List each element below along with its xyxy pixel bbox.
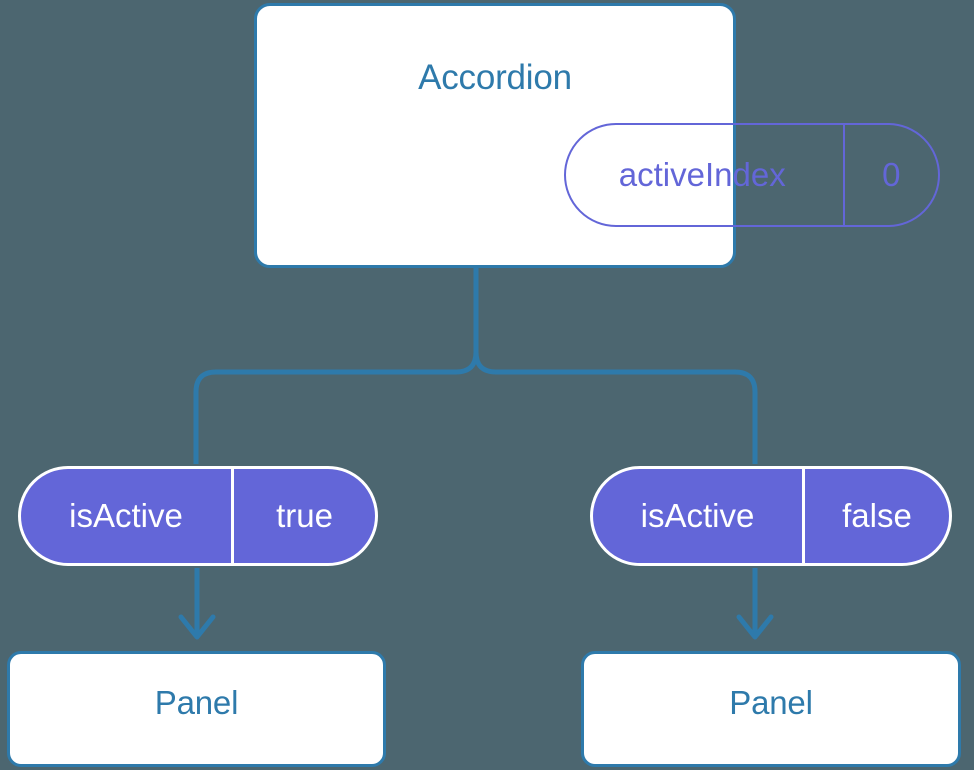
accordion-node[interactable]: Accordion activeIndex 0: [254, 3, 940, 268]
accordion-node-label: Accordion: [418, 58, 572, 97]
state-pill-active-index[interactable]: activeIndex 0: [564, 123, 940, 227]
prop-pill-is-active-right[interactable]: isActive false: [590, 466, 952, 566]
connector-root-to-right-pill: [473, 267, 758, 464]
state-pill-active-index-key: activeIndex: [566, 125, 845, 225]
arrow-left-pill-to-panel: [178, 568, 216, 640]
arrow-right-pill-to-panel: [736, 568, 774, 640]
prop-pill-is-active-right-value: false: [842, 497, 912, 534]
state-pill-active-index-value: 0: [882, 156, 901, 193]
prop-pill-is-active-right-key: isActive: [593, 469, 805, 563]
panel-node-left-label: Panel: [154, 684, 239, 721]
prop-pill-is-active-left[interactable]: isActive true: [18, 466, 378, 566]
prop-pill-is-active-left-value: true: [276, 497, 333, 534]
panel-node-right-label: Panel: [729, 684, 813, 721]
panel-node-left[interactable]: Panel: [7, 651, 386, 767]
connector-root-to-left-pill: [193, 267, 479, 464]
panel-node-right[interactable]: Panel: [581, 651, 961, 767]
prop-pill-is-active-left-key: isActive: [21, 469, 234, 563]
